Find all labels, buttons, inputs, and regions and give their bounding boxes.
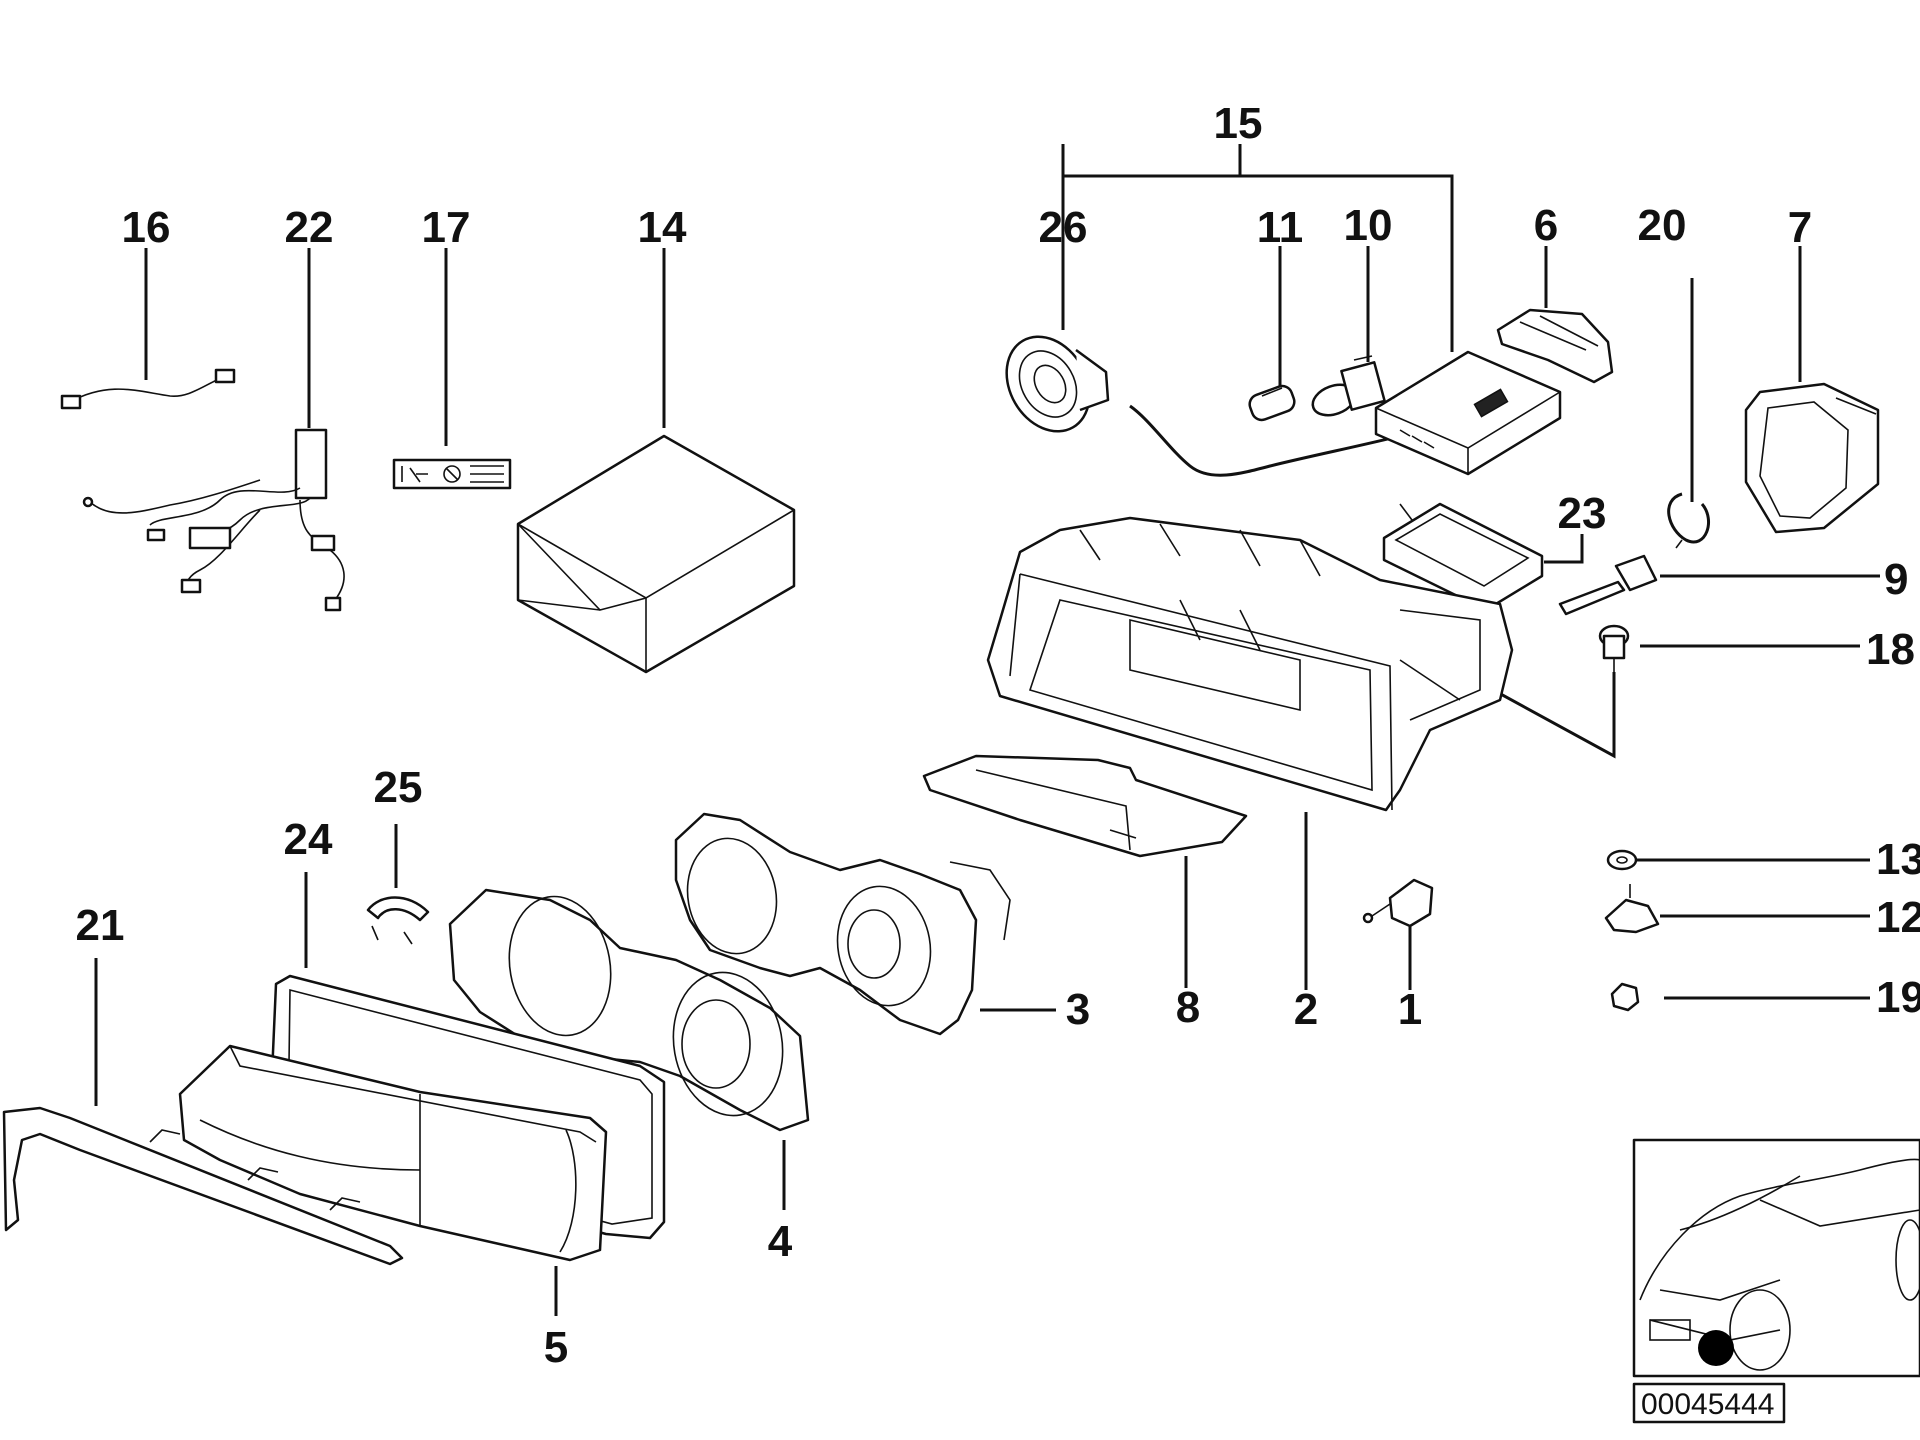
part-22-wiring-harness	[82, 428, 345, 612]
part-8-shield	[922, 754, 1248, 858]
reference-number: 00045444	[1641, 1388, 1774, 1421]
part-23-module	[1382, 502, 1544, 612]
part-5-lens	[178, 1044, 608, 1262]
callout-12: 12	[1876, 893, 1920, 942]
callout-14: 14	[638, 203, 687, 252]
part-14-box	[516, 434, 796, 674]
callout-17: 17	[422, 203, 471, 252]
car-location-inset	[1632, 1138, 1920, 1378]
part-15-control-unit	[1374, 350, 1562, 476]
part-7-frame	[1744, 382, 1880, 534]
leader-lines	[94, 144, 1880, 1316]
callout-7: 7	[1788, 203, 1812, 252]
callout-4: 4	[768, 1217, 793, 1266]
part-16-cable	[60, 368, 236, 410]
callout-23: 23	[1558, 489, 1607, 538]
callout-19: 19	[1876, 973, 1920, 1022]
part-11-bulb	[1248, 384, 1296, 422]
callout-11: 11	[1257, 203, 1304, 252]
callout-8: 8	[1176, 983, 1200, 1032]
part-17-label	[392, 458, 512, 490]
part-13-washer	[1606, 849, 1638, 871]
part-9-adjuster	[1558, 554, 1658, 616]
part-18-screw	[1598, 624, 1630, 674]
callout-24: 24	[284, 815, 333, 864]
callout-numbers: 15 16 22 17 14 26 11 10 6 20 7 23 9 18 2…	[76, 99, 1920, 1372]
callout-25: 25	[374, 763, 423, 812]
callout-9: 9	[1884, 555, 1908, 604]
callout-3: 3	[1066, 985, 1090, 1034]
callout-26: 26	[1039, 203, 1088, 252]
callout-6: 6	[1534, 201, 1558, 250]
callout-1: 1	[1398, 985, 1422, 1034]
part-12-clip	[1604, 884, 1660, 934]
part-20-clip	[1667, 492, 1711, 549]
callout-2: 2	[1294, 985, 1318, 1034]
part-19-nut	[1610, 982, 1640, 1012]
callout-22: 22	[285, 203, 334, 252]
callout-5: 5	[544, 1323, 568, 1372]
part-1-bulb-holder	[1362, 878, 1434, 928]
callout-13: 13	[1876, 835, 1920, 884]
callout-18: 18	[1866, 625, 1915, 674]
callout-15: 15	[1214, 99, 1263, 148]
callout-20: 20	[1638, 201, 1687, 250]
part-6-cover	[1496, 308, 1614, 384]
reference-number-box: 00045444	[1632, 1382, 1786, 1424]
part-3-reflector	[674, 812, 1011, 1036]
location-marker	[1698, 1330, 1734, 1366]
callout-16: 16	[122, 203, 171, 252]
part-2-housing	[986, 516, 1514, 812]
part-25-clip	[366, 896, 430, 945]
part-26-lamp-socket	[1005, 335, 1401, 477]
part-21-trim-strip	[2, 1106, 404, 1266]
callout-10: 10	[1344, 201, 1393, 250]
part-10-bulb	[1311, 355, 1386, 417]
callout-21: 21	[76, 901, 125, 950]
